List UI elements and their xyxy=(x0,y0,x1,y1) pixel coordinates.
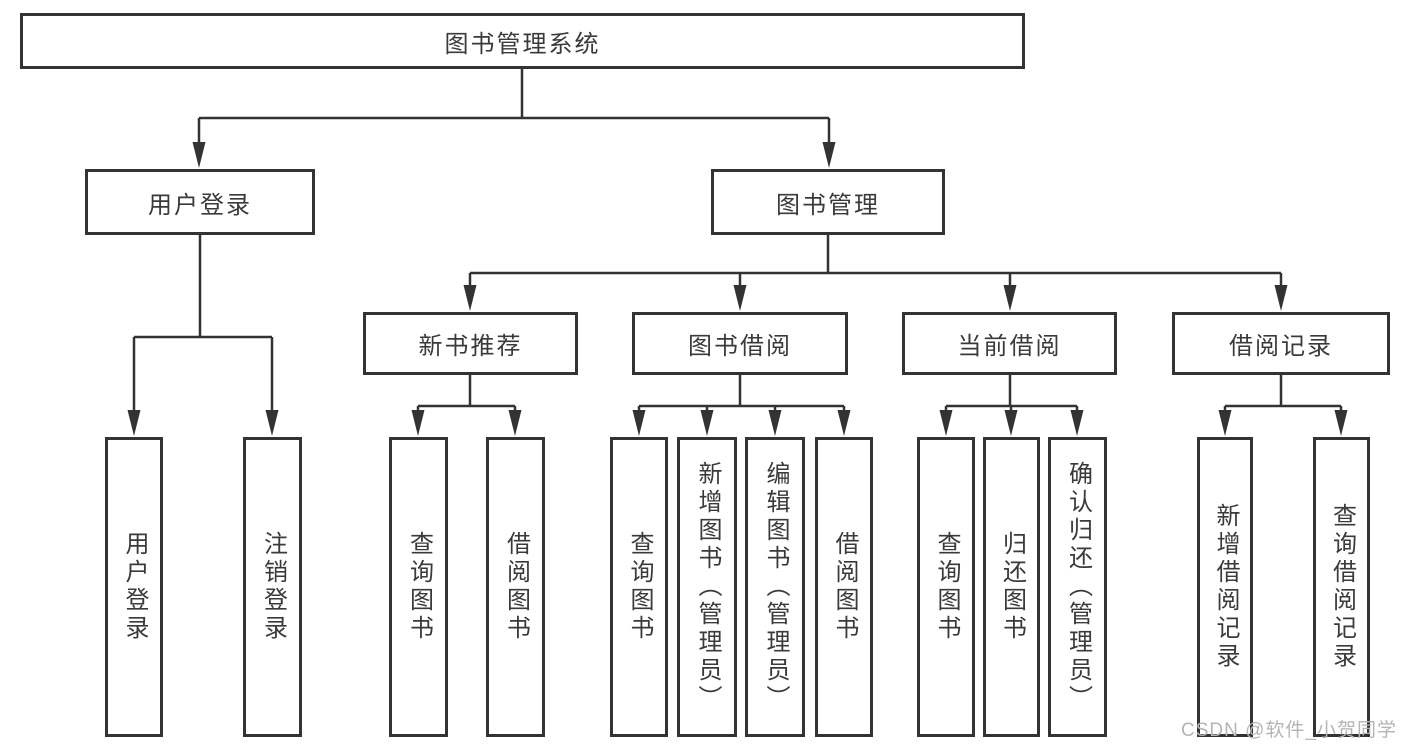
leaf-query-book-1: 查询图书 xyxy=(389,437,448,737)
leaf-add-book-admin: 新增图书（管理员） xyxy=(677,437,737,737)
connector-book-management-to-level3 xyxy=(463,235,1288,311)
node-new-book-recommend: 新书推荐 xyxy=(363,312,578,375)
leaf-edit-book-admin: 编辑图书（管理员） xyxy=(745,437,805,737)
node-library-system: 图书管理系统 xyxy=(20,13,1025,69)
leaf-add-borrow-record: 新增借阅记录 xyxy=(1197,437,1253,737)
connector-borrow-record-to-leaves xyxy=(1218,375,1348,436)
connector-book-borrow-to-leaves xyxy=(632,375,851,436)
leaf-logout-login: 注销登录 xyxy=(243,437,302,737)
leaf-return-book: 归还图书 xyxy=(983,437,1040,737)
node-book-management: 图书管理 xyxy=(711,169,945,235)
node-user-login: 用户登录 xyxy=(85,169,315,235)
leaf-borrow-book-1: 借阅图书 xyxy=(486,437,545,737)
connector-user-login-to-leaves xyxy=(127,235,279,436)
connector-new-book-recommend-to-leaves xyxy=(411,375,522,436)
leaf-confirm-return-admin: 确认归还（管理员） xyxy=(1048,437,1107,737)
leaf-query-borrow-record: 查询借阅记录 xyxy=(1313,437,1370,737)
leaf-borrow-book-2: 借阅图书 xyxy=(815,437,873,737)
leaf-query-book-2: 查询图书 xyxy=(610,437,668,737)
csdn-watermark: CSDN @软件_小贺同学 xyxy=(1181,720,1397,741)
leaf-query-book-3: 查询图书 xyxy=(917,437,975,737)
leaf-user-login: 用户登录 xyxy=(105,437,163,737)
node-borrow-record: 借阅记录 xyxy=(1172,312,1390,375)
node-current-borrow: 当前借阅 xyxy=(902,312,1117,375)
connector-root-to-level2 xyxy=(192,68,836,168)
connector-current-borrow-to-leaves xyxy=(939,375,1084,436)
node-book-borrow: 图书借阅 xyxy=(632,312,848,375)
